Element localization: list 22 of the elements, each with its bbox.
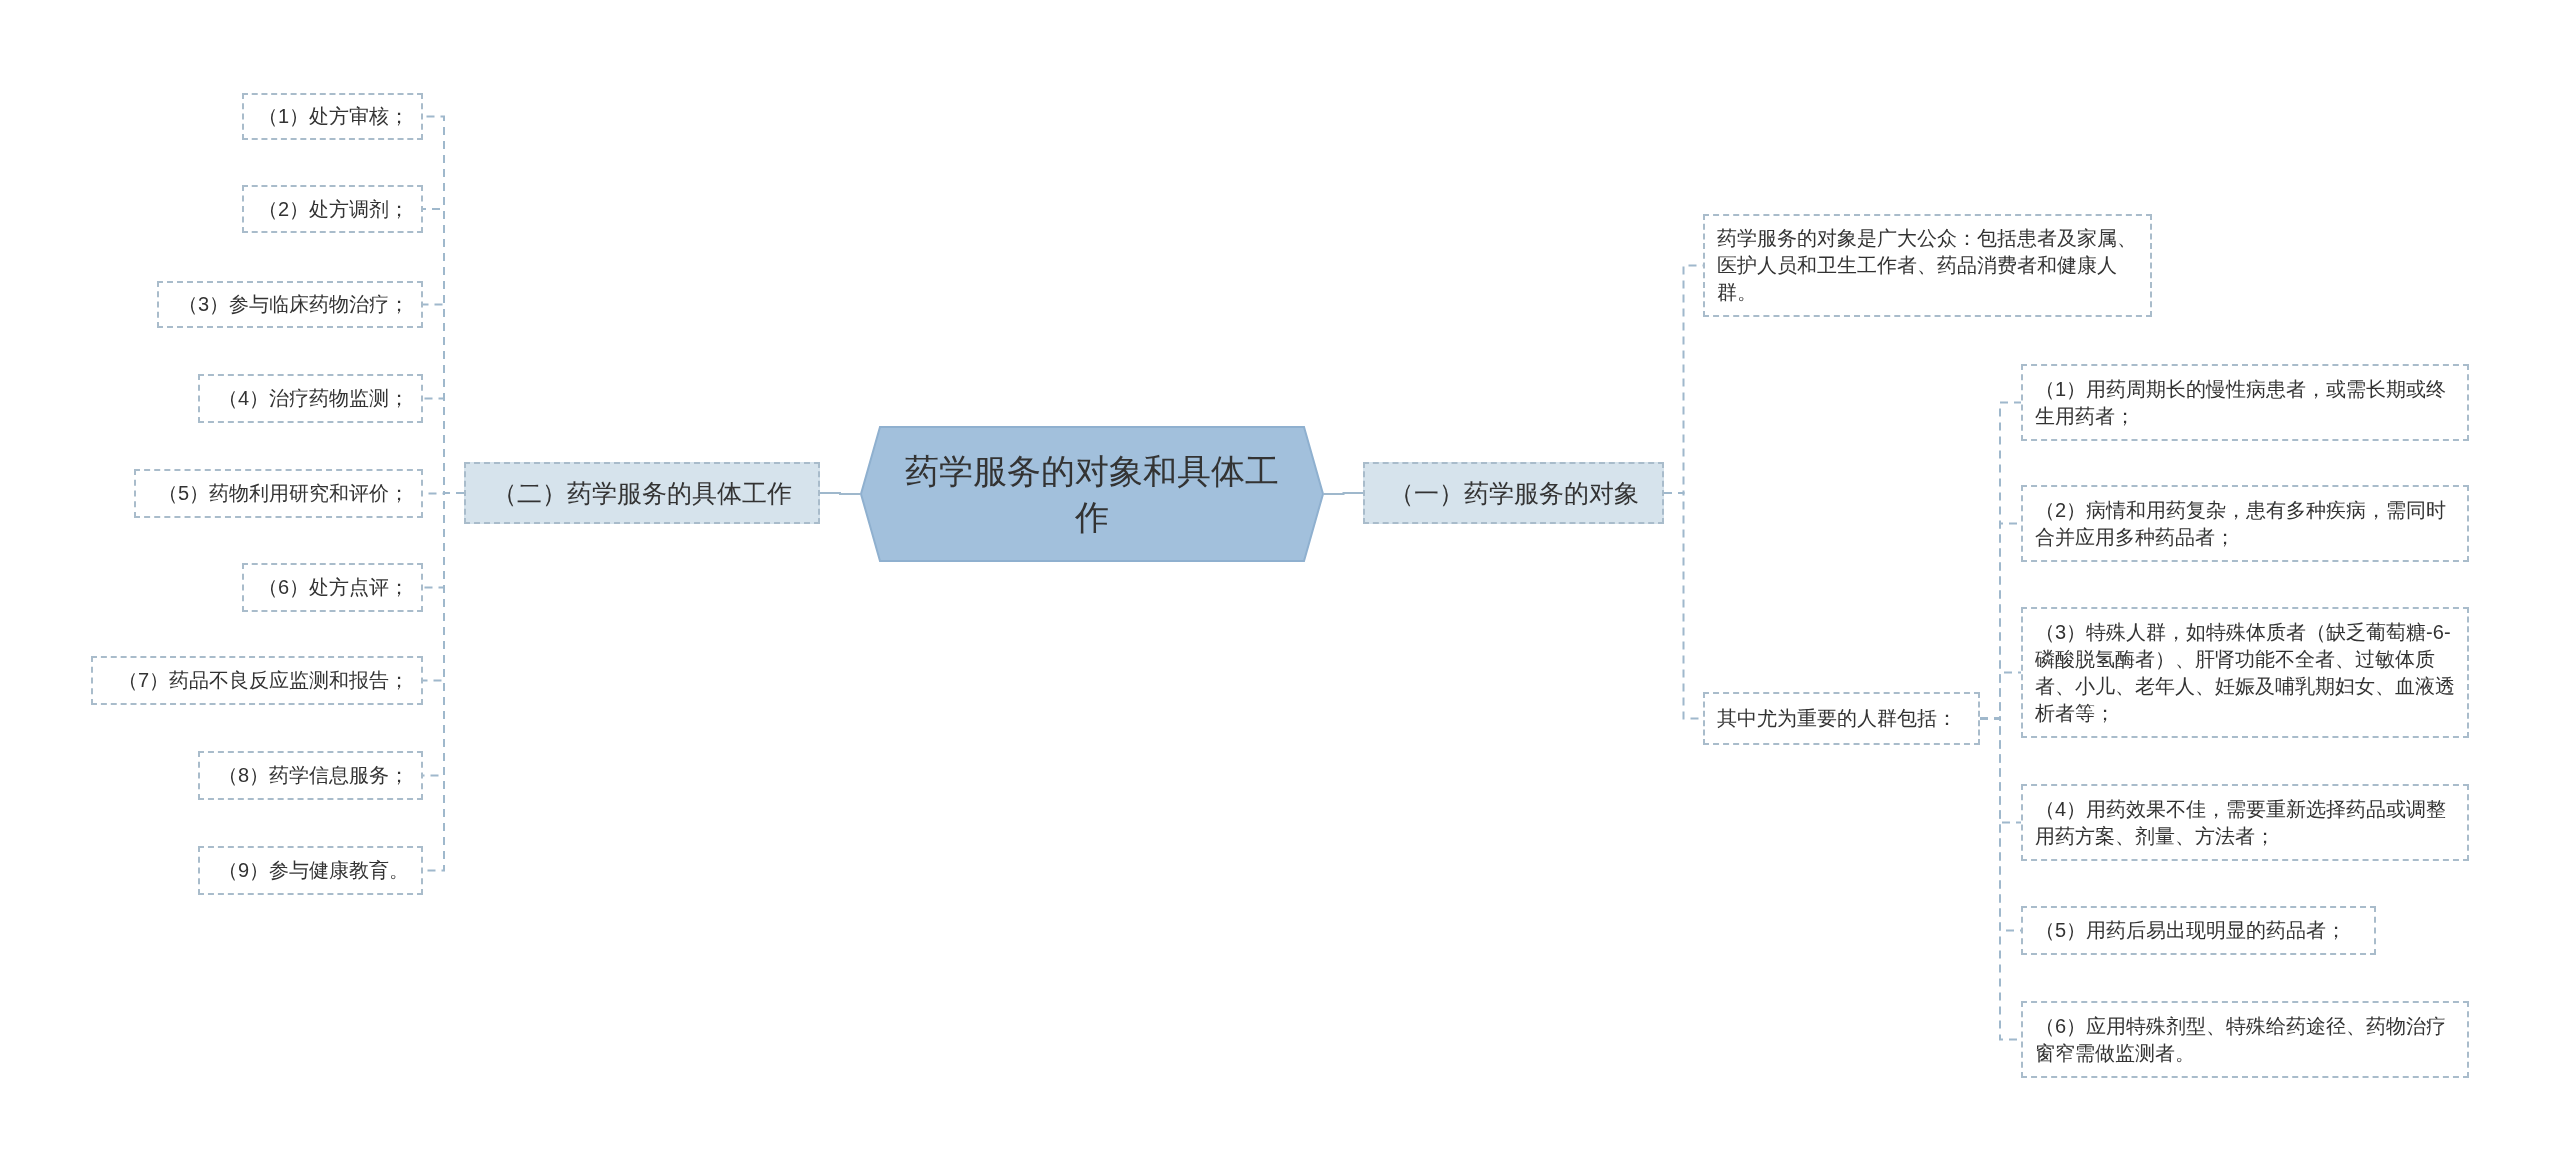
branch-topic-box: （二）药学服务的具体工作: [464, 462, 820, 524]
central-topic-hexagon: 药学服务的对象和具体工作: [860, 426, 1324, 562]
topic-box: （8）药学信息服务；: [198, 751, 423, 800]
topic-box: （5）药物利用研究和评价；: [134, 469, 423, 518]
topic-box: （3）参与临床药物治疗；: [157, 281, 423, 328]
topic-box: （7）药品不良反应监测和报告；: [91, 656, 423, 705]
topic-box: （9）参与健康教育。: [198, 846, 423, 895]
topic-box: （5）用药后易出现明显的药品者；: [2021, 906, 2376, 955]
topic-box: （4）治疗药物监测；: [198, 374, 423, 423]
connector-line: [819, 492, 861, 495]
topic-box: （2）处方调剂；: [242, 185, 423, 233]
topic-box: （1）处方审核；: [242, 93, 423, 140]
topic-box: （6）处方点评；: [242, 563, 423, 612]
connector-line: [1323, 492, 1364, 495]
topic-box: （6）应用特殊剂型、特殊给药途径、药物治疗窗窄需做监测者。: [2021, 1001, 2469, 1078]
topic-box: （3）特殊人群，如特殊体质者（缺乏葡萄糖-6-磷酸脱氢酶者）、肝肾功能不全者、过敏体质者、小儿、老年人、妊娠及哺乳期妇女、血液透析者等；: [2021, 607, 2469, 738]
topic-box: 其中尤为重要的人群包括：: [1703, 692, 1980, 745]
topic-box: （4）用药效果不佳，需要重新选择药品或调整用药方案、剂量、方法者；: [2021, 784, 2469, 861]
topic-box: 药学服务的对象是广大公众：包括患者及家属、医护人员和卫生工作者、药品消费者和健康人群。: [1703, 214, 2152, 317]
topic-box: （1）用药周期长的慢性病患者，或需长期或终生用药者；: [2021, 364, 2469, 441]
topic-box: （2）病情和用药复杂，患有多种疾病，需同时合并应用多种药品者；: [2021, 485, 2469, 562]
branch-topic-box: （一）药学服务的对象: [1363, 462, 1664, 524]
